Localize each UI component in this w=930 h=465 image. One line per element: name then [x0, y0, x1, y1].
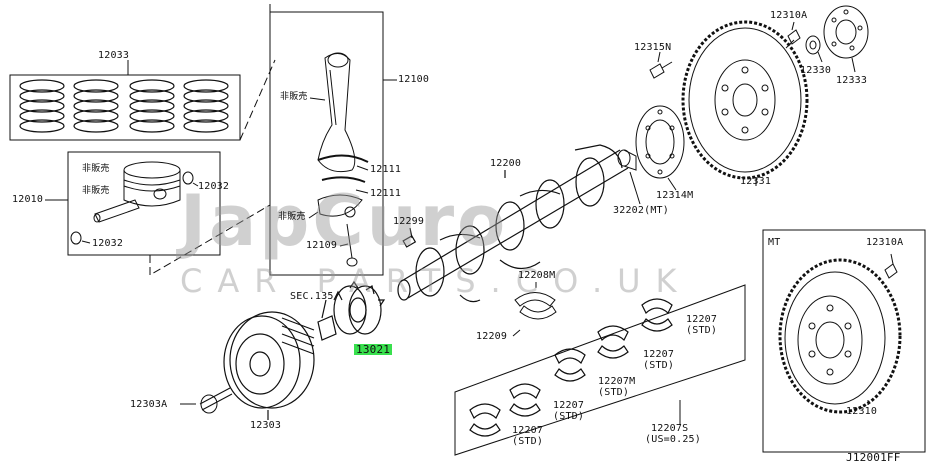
not-for-sale-note-4: 非販売: [278, 212, 306, 222]
part-label-12207-4[interactable]: 12207: [512, 425, 544, 436]
not-for-sale-note-1: 非販売: [82, 164, 110, 174]
part-label-32202-mt[interactable]: 32202(MT): [613, 205, 669, 216]
part-label-12111-upper[interactable]: 12111: [370, 164, 402, 175]
part-label-12032-top[interactable]: 12032: [198, 181, 230, 192]
part-label-12207s[interactable]: 12207S: [651, 423, 689, 434]
part-label-12207-3-std: (STD): [553, 411, 585, 422]
part-label-12010[interactable]: 12010: [12, 194, 44, 205]
part-label-12207-1[interactable]: 12207: [686, 314, 718, 325]
part-label-12333[interactable]: 12333: [836, 75, 868, 86]
part-label-12207m[interactable]: 12207M: [598, 376, 636, 387]
part-label-13021-highlighted[interactable]: 13021: [354, 343, 393, 356]
part-label-12314m[interactable]: 12314M: [656, 190, 694, 201]
part-label-12207-2[interactable]: 12207: [643, 349, 675, 360]
part-label-12100[interactable]: 12100: [398, 74, 430, 85]
crank-pulley: [223, 311, 315, 420]
part-label-12207m-std: (STD): [598, 387, 630, 398]
crankshaft: [397, 144, 629, 303]
part-label-12207-2-std: (STD): [643, 360, 675, 371]
diagram-id: J12001FF: [846, 451, 901, 464]
watermark-logo: JapCuro: [180, 180, 509, 262]
piston-ring-set: [9, 60, 241, 141]
part-label-12299[interactable]: 12299: [393, 216, 425, 227]
flywheel-bolts: [649, 21, 801, 79]
part-label-12310a-mt[interactable]: 12310A: [866, 237, 904, 248]
thrust-washers: [512, 282, 557, 337]
part-label-12207-1-std: (STD): [686, 325, 718, 336]
pulley-bolt: [180, 387, 233, 414]
watermark-tagline: CAR PARTS.CO.UK: [180, 262, 692, 300]
part-label-12207-3[interactable]: 12207: [553, 400, 585, 411]
part-label-12330[interactable]: 12330: [800, 65, 832, 76]
part-label-12109[interactable]: 12109: [306, 240, 338, 251]
flywheel-plate: [823, 5, 869, 73]
manual-flywheel-assembly: [762, 229, 926, 453]
flywheel-auto: [681, 20, 809, 186]
reinforcement-plate: [635, 105, 685, 191]
washer: [805, 35, 823, 63]
not-for-sale-note-3: 非販売: [280, 92, 308, 102]
not-for-sale-note-2: 非販売: [82, 186, 110, 196]
crank-sprocket: [317, 280, 386, 341]
part-label-12310[interactable]: 12310: [846, 406, 878, 417]
piston-assembly: [45, 59, 276, 276]
part-label-12111-lower[interactable]: 12111: [370, 188, 402, 199]
part-label-12303a[interactable]: 12303A: [130, 399, 168, 410]
part-label-12208m[interactable]: 12208M: [518, 270, 556, 281]
connecting-rod-assembly: [269, 4, 397, 276]
pilot-bushing: [617, 149, 641, 205]
part-label-12033[interactable]: 12033: [98, 50, 130, 61]
main-bearing-set: [454, 284, 746, 456]
part-label-12209[interactable]: 12209: [476, 331, 508, 342]
part-label-12303[interactable]: 12303: [250, 420, 282, 431]
section-label-mt: MT: [768, 237, 781, 248]
part-label-12315n[interactable]: 12315N: [634, 42, 672, 53]
part-label-12207-4-std: (STD): [512, 436, 544, 447]
part-label-12200[interactable]: 12200: [490, 158, 522, 169]
part-label-sec135[interactable]: SEC.135: [290, 291, 334, 302]
part-label-12331[interactable]: 12331: [740, 176, 772, 187]
part-label-12207s-undersize: (US=0.25): [645, 434, 701, 445]
part-label-12032-bottom[interactable]: 12032: [92, 238, 124, 249]
part-label-12310a-top[interactable]: 12310A: [770, 10, 808, 21]
